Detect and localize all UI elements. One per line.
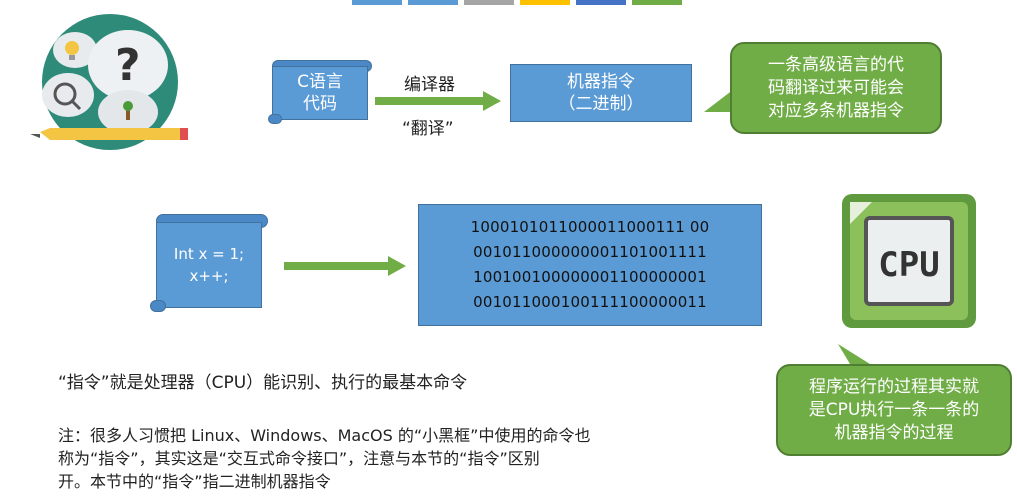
code-line: Int x = 1; xyxy=(173,245,245,263)
callout-line: 码翻译过来可能会 xyxy=(768,77,904,98)
c-code-scroll: C语言 代码 xyxy=(272,66,368,120)
cpu-chip-icon: CPU xyxy=(842,194,976,328)
note-line: 开。本节中的“指令”指二进制机器指令 xyxy=(58,472,331,491)
callout-line: 是CPU执行一条一条的 xyxy=(808,399,980,420)
thinking-idea-icon: ? xyxy=(30,14,188,150)
c-code-line: C语言 xyxy=(297,72,343,92)
callout-line: 机器指令的过程 xyxy=(834,422,954,443)
note-paragraph: 注：很多人习惯把 Linux、Windows、MacOS 的“小黑框”中使用的命… xyxy=(58,424,748,493)
c-code-line: 代码 xyxy=(303,94,337,114)
top-tab xyxy=(632,0,682,5)
callout-line: 程序运行的过程其实就 xyxy=(809,376,979,397)
scroll-curl xyxy=(150,300,166,312)
note-line: 注：很多人习惯把 Linux、Windows、MacOS 的“小黑框”中使用的命… xyxy=(58,426,591,445)
top-tab xyxy=(576,0,626,5)
callout-execution-process: 程序运行的过程其实就 是CPU执行一条一条的 机器指令的过程 xyxy=(776,364,1012,456)
code-line: x++; xyxy=(189,267,229,285)
binary-line: 001011000000001101001111 xyxy=(473,243,707,261)
top-tab xyxy=(352,0,402,5)
binary-instruction-box: 1000101011000011000111 00 00101100000000… xyxy=(418,204,762,326)
top-tab xyxy=(408,0,458,5)
scroll-curl xyxy=(268,114,282,124)
svg-text:?: ? xyxy=(115,40,141,91)
arrow-right-icon xyxy=(284,256,406,276)
translate-label: “翻译” xyxy=(402,119,454,139)
binary-line: 100100100000001100000001 xyxy=(473,268,707,286)
top-tab xyxy=(520,0,570,5)
callout-line: 对应多条机器指令 xyxy=(768,100,904,121)
callout-tail xyxy=(704,86,738,112)
binary-line: 001011000100111100000011 xyxy=(473,293,707,311)
machine-box-line: （二进制） xyxy=(558,94,644,114)
machine-box-line: 机器指令 xyxy=(567,72,635,92)
compiler-label: 编译器 xyxy=(404,75,455,95)
code-scroll: Int x = 1; x++; xyxy=(156,222,262,308)
callout-line: 一条高级语言的代 xyxy=(768,54,904,75)
instruction-definition: “指令”就是处理器（CPU）能识别、执行的最基本命令 xyxy=(58,373,468,393)
machine-instruction-box: 机器指令 （二进制） xyxy=(510,64,692,122)
cpu-label: CPU xyxy=(878,245,939,285)
note-line: 称为“指令”，其实这是“交互式命令接口”，注意与本节的“指令”区别 xyxy=(58,449,540,468)
arrow-right-icon xyxy=(375,91,501,111)
callout-multiple-instructions: 一条高级语言的代 码翻译过来可能会 对应多条机器指令 xyxy=(730,42,942,134)
top-tab xyxy=(464,0,514,5)
binary-line: 1000101011000011000111 00 xyxy=(470,218,710,236)
